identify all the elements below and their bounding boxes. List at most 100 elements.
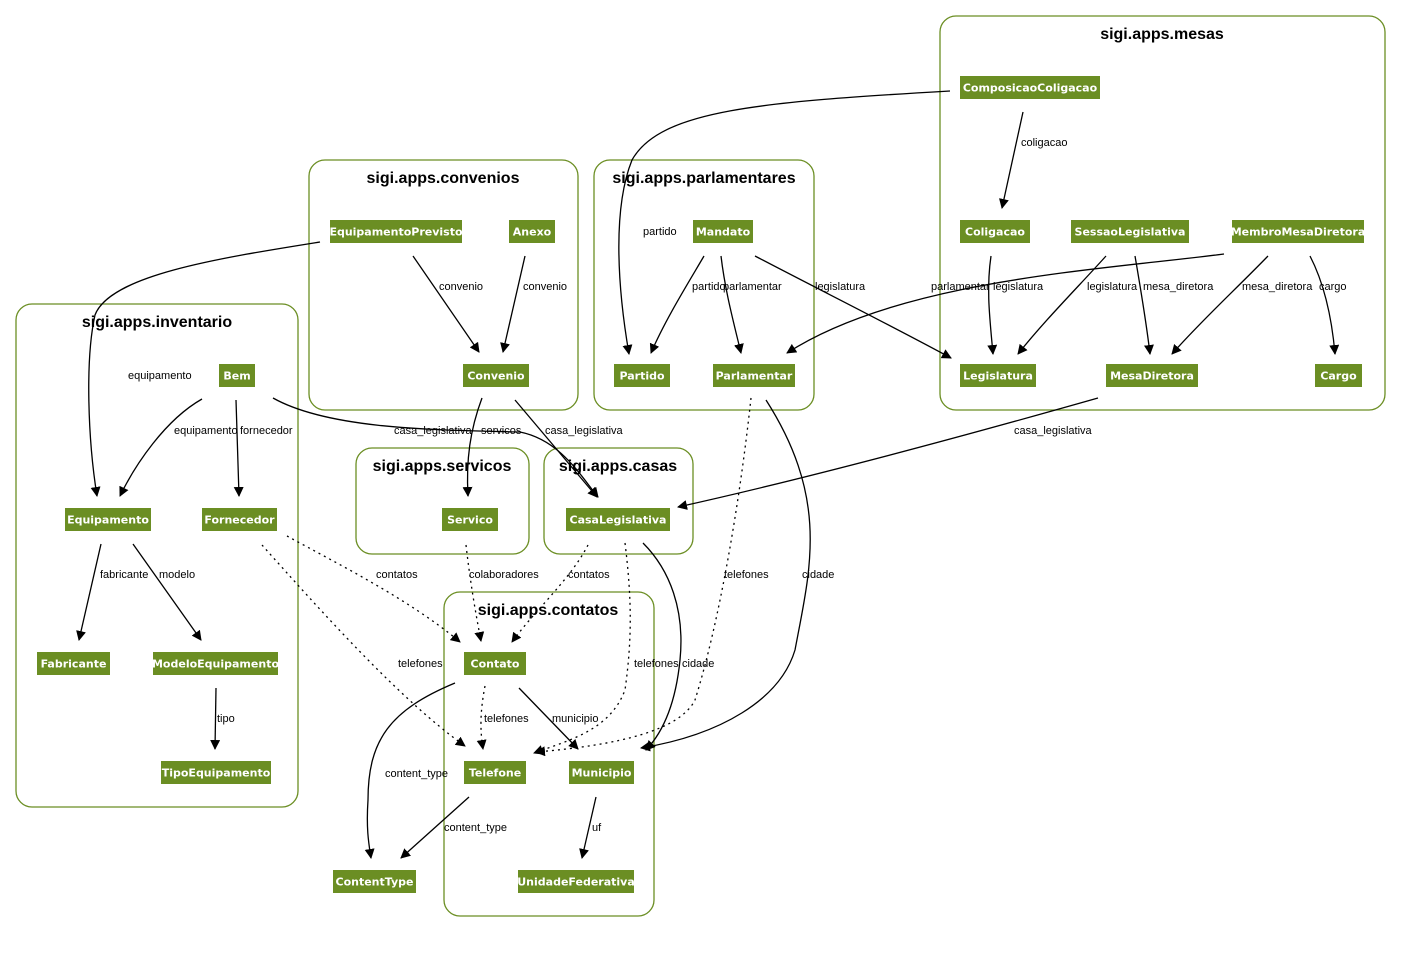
edge-equipamento-to-modelo-equipamento (132, 543, 202, 641)
node-box (569, 761, 634, 784)
edge-label-cidade: cidade (802, 569, 834, 581)
cluster-box (308, 159, 579, 411)
node-label: MembroMesaDiretora (1231, 226, 1366, 239)
node-box (1106, 364, 1198, 387)
node-unidade-federativa[interactable]: UnidadeFederativa (517, 870, 635, 893)
node-bem[interactable]: Bem (219, 364, 255, 387)
cluster-title: sigi.apps.servicos (373, 458, 512, 475)
node-municipio[interactable]: Municipio (569, 761, 634, 784)
node-label: EquipamentoPrevisto (329, 226, 463, 239)
node-box (463, 364, 529, 387)
node-label: Fabricante (41, 658, 107, 671)
node-equipamento-previsto[interactable]: EquipamentoPrevisto (329, 220, 463, 243)
edge-equipamento-previsto-to-equipamento (88, 241, 321, 497)
node-contato[interactable]: Contato (464, 652, 526, 675)
edge-servico-to-contato (465, 544, 485, 642)
node-content-type[interactable]: ContentType (333, 870, 416, 893)
node-box (202, 508, 277, 531)
node-label: ComposicaoColigacao (963, 82, 1098, 95)
edge-mandato-to-legislatura (754, 255, 952, 359)
node-box (614, 364, 670, 387)
node-label: UnidadeFederativa (517, 876, 635, 889)
node-legislatura[interactable]: Legislatura (960, 364, 1036, 387)
node-mandato[interactable]: Mandato (693, 220, 753, 243)
node-label: Partido (619, 370, 665, 383)
edge-label-cargo: cargo (1319, 281, 1347, 293)
edge-label-telefones: telefones (724, 569, 769, 581)
node-label: ModeloEquipamento (152, 658, 279, 671)
edge-label-partido: partido (643, 226, 677, 238)
node-box (960, 364, 1036, 387)
edge-label-servicos: servicos (481, 425, 522, 437)
node-sessao-legislativa[interactable]: SessaoLegislativa (1071, 220, 1189, 243)
node-partido[interactable]: Partido (614, 364, 670, 387)
edge-sessao-legislativa-to-mesa-diretora (1134, 255, 1154, 355)
node-coligacao[interactable]: Coligacao (960, 220, 1030, 243)
node-tipo-equipamento[interactable]: TipoEquipamento (161, 761, 271, 784)
node-box (65, 508, 151, 531)
edge-label-content-type: content_type (444, 822, 507, 834)
edge-label-equipamento: equipamento (128, 370, 192, 382)
node-modelo-equipamento[interactable]: ModeloEquipamento (152, 652, 279, 675)
edge-label-telefones: telefones (634, 658, 679, 670)
edge-label-content-type: content_type (385, 768, 448, 780)
cluster-box (443, 591, 655, 917)
edge-parlamentar-to-municipio (640, 399, 811, 752)
node-mesa-diretora[interactable]: MesaDiretora (1106, 364, 1198, 387)
node-label: Telefone (469, 767, 521, 780)
cluster-title: sigi.apps.contatos (478, 602, 619, 619)
edge-label-legislatura: legislatura (1087, 281, 1138, 293)
node-equipamento[interactable]: Equipamento (65, 508, 151, 531)
node-box (1315, 364, 1362, 387)
edge-municipio-to-unidade-federativa (579, 796, 597, 859)
node-membro-mesa-diretora[interactable]: MembroMesaDiretora (1231, 220, 1366, 243)
node-box (693, 220, 753, 243)
edge-mandato-to-parlamentar (720, 255, 744, 354)
edge-label-uf: uf (592, 822, 602, 834)
node-box (161, 761, 271, 784)
node-box (153, 652, 278, 675)
edge-label-mesa-diretora: mesa_diretora (1143, 281, 1214, 293)
node-box (1071, 220, 1189, 243)
node-label: Anexo (513, 226, 552, 239)
cluster-box (939, 15, 1386, 411)
cluster-parlamentares: sigi.apps.parlamentares (593, 159, 815, 411)
edge-bem-to-fornecedor (233, 399, 244, 497)
edge-mesa-diretora-to-casa-legislativa (677, 397, 1099, 510)
edge-label-legislatura: legislatura (815, 281, 866, 293)
node-telefone[interactable]: Telefone (464, 761, 526, 784)
edge-label-contatos: contatos (568, 569, 610, 581)
edge-composicao-coligacao-to-partido (618, 90, 951, 355)
edge-label-parlamentar: parlamentar (723, 281, 782, 293)
edge-label-cidade: cidade (682, 658, 714, 670)
edge-label-mesa-diretora: mesa_diretora (1242, 281, 1313, 293)
node-composicao-coligacao[interactable]: ComposicaoColigacao (960, 76, 1100, 99)
cluster-title: sigi.apps.inventario (82, 314, 232, 331)
edge-label-equipamento: equipamento (174, 425, 238, 437)
node-casa-legislativa[interactable]: CasaLegislativa (566, 508, 670, 531)
edge-label-partido: partido (692, 281, 726, 293)
edge-label-parlamentar: parlamentar (931, 281, 990, 293)
edge-telefone-to-content-type (400, 796, 470, 859)
edge-contato-to-content-type (364, 682, 456, 859)
node-anexo[interactable]: Anexo (509, 220, 555, 243)
node-box (518, 870, 634, 893)
cluster-box (15, 303, 299, 808)
edge-bem-to-casa-legislativa (272, 397, 599, 498)
node-box (566, 508, 670, 531)
cluster-title: sigi.apps.convenios (367, 170, 520, 187)
node-convenio[interactable]: Convenio (463, 364, 529, 387)
node-servico[interactable]: Servico (442, 508, 498, 531)
edge-equipamento-previsto-to-convenio (412, 255, 480, 353)
node-parlamentar[interactable]: Parlamentar (713, 364, 795, 387)
node-box (509, 220, 555, 243)
edge-casa-legislativa-to-municipio (642, 542, 682, 751)
node-box (960, 220, 1030, 243)
node-cargo[interactable]: Cargo (1315, 364, 1362, 387)
node-label: SessaoLegislativa (1075, 226, 1186, 239)
node-fabricante[interactable]: Fabricante (37, 652, 110, 675)
edge-membro-mesa-diretora-to-mesa-diretora (1171, 255, 1269, 355)
node-fornecedor[interactable]: Fornecedor (202, 508, 277, 531)
edge-label-convenio: convenio (523, 281, 567, 293)
